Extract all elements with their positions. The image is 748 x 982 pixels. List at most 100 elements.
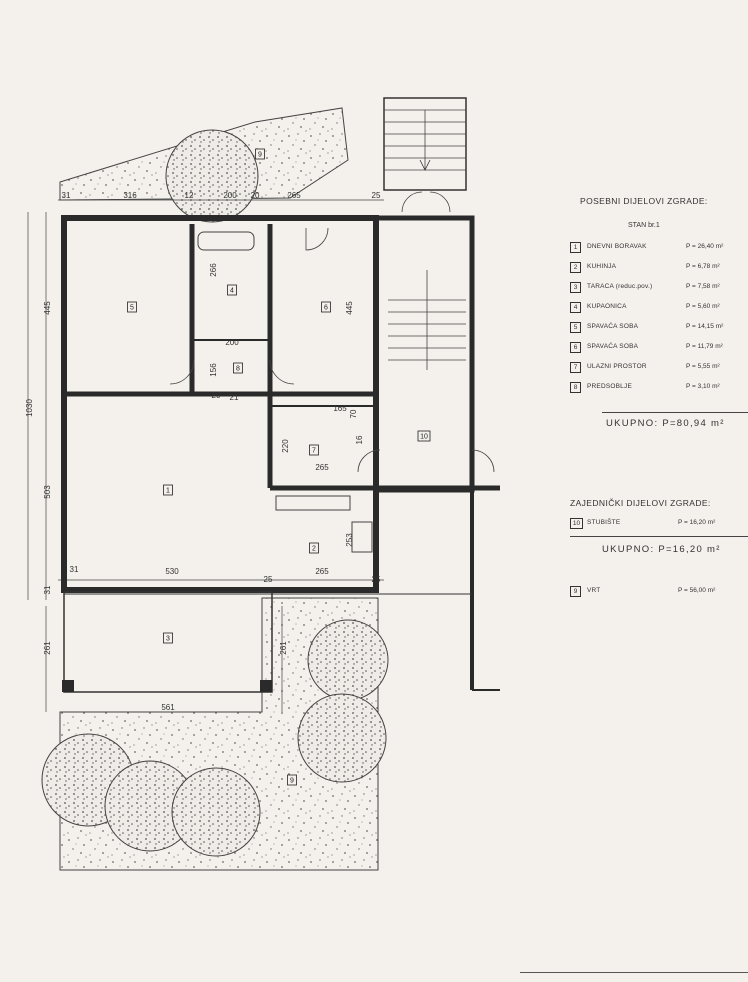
legend-room-area: P = 7,58 m² <box>686 283 720 290</box>
legend-common-title: ZAJEDNIČKI DIJELOVI ZGRADE: <box>570 498 711 508</box>
svg-text:8: 8 <box>236 366 240 373</box>
dimension-label: 261 <box>43 641 52 655</box>
legend-private-total: UKUPNO: P=80,94 m² <box>606 418 725 429</box>
legend-room-num: 8 <box>570 382 581 393</box>
legend-garden: 9 VRT P = 56,00 m² <box>570 586 748 598</box>
dimension-label: 445 <box>43 301 52 315</box>
svg-text:10: 10 <box>420 434 428 441</box>
tree-b5 <box>171 767 261 857</box>
legend-room-num: 1 <box>570 242 581 253</box>
legend-room-name: SPAVAĆA SOBA <box>587 343 639 350</box>
legend-room-num: 5 <box>570 322 581 333</box>
dimension-label: 266 <box>209 263 218 277</box>
dimension-label: 200 <box>223 191 237 200</box>
dimension-label: 31 <box>43 585 52 594</box>
legend-common-row: 10 STUBIŠTE P = 16,20 m² <box>570 518 748 530</box>
room-label: 7 <box>309 444 319 456</box>
dimension-label: 21 <box>230 393 239 402</box>
legend-room-row: 8 PREDSOBLJE P = 3,10 m² <box>570 382 748 394</box>
legend-room-name: KUHINJA <box>587 263 617 270</box>
dimension-label: 265 <box>315 567 329 576</box>
legend-common-total: UKUPNO: P=16,20 m² <box>602 544 721 555</box>
dimension-label: 31 <box>70 565 79 574</box>
legend-room-row: 2 KUHINJA P = 6,78 m² <box>570 262 748 274</box>
stove <box>351 521 373 553</box>
legend-room-area: P = 6,78 m² <box>686 263 720 270</box>
room-label: 9 <box>255 148 265 160</box>
legend-private-title: POSEBNI DIJELOVI ZGRADE: <box>580 196 708 206</box>
dimension-label: 261 <box>279 641 288 655</box>
legend-room-name: SPAVAĆA SOBA <box>587 323 639 330</box>
page-edge <box>520 972 748 973</box>
stairwell-outline <box>373 215 475 493</box>
room-label: 2 <box>309 542 319 554</box>
legend-common-num: 10 <box>570 518 583 529</box>
dimension-label: 25 <box>264 575 273 584</box>
dimension-label: 25 <box>372 575 381 584</box>
dimension-label: 561 <box>161 703 175 712</box>
dimension-label: 530 <box>165 567 179 576</box>
dimension-label: 16 <box>355 435 364 444</box>
svg-text:6: 6 <box>324 305 328 312</box>
dimension-label: 200 <box>225 338 239 347</box>
dimension-label: 165 <box>333 404 347 413</box>
svg-text:9: 9 <box>290 778 294 785</box>
dimension-label: 445 <box>345 301 354 315</box>
svg-text:1: 1 <box>166 488 170 495</box>
flat-outline <box>61 215 379 593</box>
bathtub <box>197 231 255 251</box>
room-label: 1 <box>163 484 173 496</box>
legend-room-row: 1 DNEVNI BORAVAK P = 26,40 m² <box>570 242 748 254</box>
legend-room-area: P = 5,55 m² <box>686 363 720 370</box>
svg-text:2: 2 <box>312 546 316 553</box>
tree-b1 <box>307 619 389 701</box>
dimension-label: 31 <box>62 191 71 200</box>
svg-text:5: 5 <box>130 305 134 312</box>
legend-room-name: ULAZNI PROSTOR <box>587 363 647 370</box>
legend-room-name: DNEVNI BORAVAK <box>587 243 647 250</box>
legend-garden-area: P = 56,00 m² <box>678 587 716 594</box>
dimension-label: 156 <box>209 363 218 377</box>
room-label: 10 <box>417 430 431 442</box>
legend-garden-num: 9 <box>570 586 581 597</box>
room-label: 5 <box>127 301 137 313</box>
dimension-label: 316 <box>123 191 137 200</box>
dimension-label: 1030 <box>25 399 34 417</box>
room-label: 9 <box>287 774 297 786</box>
dimension-label: 20 <box>212 391 221 400</box>
dimension-label: 253 <box>345 533 354 547</box>
legend-garden-name: VRT <box>587 587 601 594</box>
legend-common-name: STUBIŠTE <box>587 519 621 526</box>
svg-text:9: 9 <box>258 152 262 159</box>
room-label: 3 <box>163 632 173 644</box>
legend-room-num: 3 <box>570 282 581 293</box>
room-label: 4 <box>227 284 237 296</box>
legend-common-area: P = 16,20 m² <box>678 519 716 526</box>
dimension-label: 503 <box>43 485 52 499</box>
terrace-outline <box>63 591 273 693</box>
dimension-label: 70 <box>349 409 358 418</box>
legend-room-area: P = 26,40 m² <box>686 243 724 250</box>
legend-room-row: 3 TARACA (reduc.pov.) P = 7,58 m² <box>570 282 748 294</box>
legend-room-name: KUPAONICA <box>587 303 627 310</box>
tree-top <box>165 129 259 223</box>
room-label: 8 <box>233 362 243 374</box>
legend-room-area: P = 3,10 m² <box>686 383 720 390</box>
legend-room-area: P = 11,79 m² <box>686 343 723 350</box>
legend-room-num: 6 <box>570 342 581 353</box>
legend-room-row: 6 SPAVAĆA SOBA P = 11,79 m² <box>570 342 748 354</box>
tree-b2 <box>297 693 387 783</box>
dimension-label: 265 <box>315 463 329 472</box>
legend-room-num: 7 <box>570 362 581 373</box>
legend-room-name: TARACA (reduc.pov.) <box>587 283 653 290</box>
svg-text:7: 7 <box>312 448 316 455</box>
legend-room-area: P = 5,60 m² <box>686 303 720 310</box>
legend-room-name: PREDSOBLJE <box>587 383 632 390</box>
room-label: 6 <box>321 301 331 313</box>
kitchen-counter <box>275 495 351 511</box>
legend-room-num: 2 <box>570 262 581 273</box>
